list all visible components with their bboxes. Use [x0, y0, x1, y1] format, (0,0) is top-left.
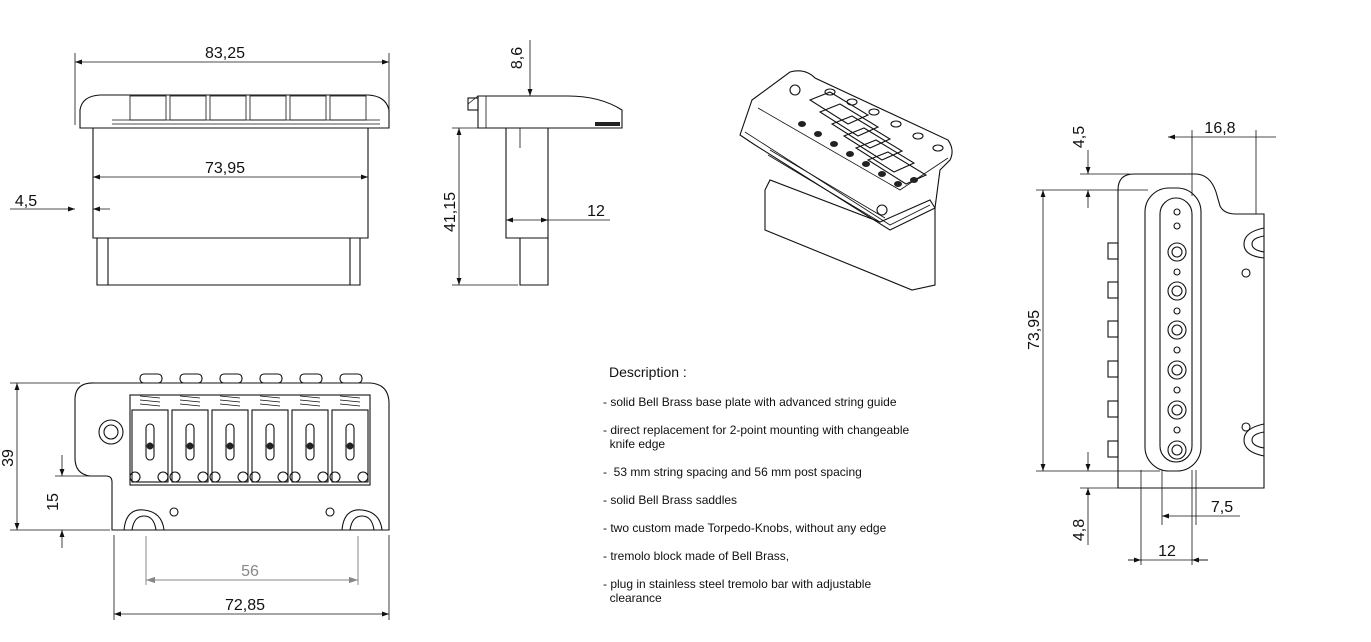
- dim-side-height: 41,15: [442, 192, 459, 232]
- description-item: - solid Bell Brass base plate with advan…: [603, 395, 897, 409]
- dim-underside-top: 4,5: [1071, 126, 1088, 148]
- front-view: 83,25 73,95 4,5: [10, 45, 390, 286]
- description-item: - plug in stainless steel tremolo bar wi…: [603, 577, 872, 605]
- description-title: Description :: [609, 364, 687, 380]
- dim-post-spacing: 56: [241, 563, 259, 580]
- dim-front-width: 83,25: [205, 45, 245, 62]
- description-item: - solid Bell Brass saddles: [603, 493, 738, 507]
- description-item: - tremolo block made of Bell Brass,: [603, 549, 790, 563]
- dim-side-top: 8,6: [509, 47, 526, 69]
- dim-underside-bottom: 4,8: [1071, 519, 1088, 541]
- dim-side-block: 12: [587, 203, 605, 220]
- dim-underside-length: 73,95: [1026, 310, 1043, 350]
- description-item: - direct replacement for 2-point mountin…: [603, 423, 910, 451]
- description-item: - two custom made Torpedo-Knobs, without…: [603, 521, 887, 535]
- dim-underside-small: 7,5: [1211, 499, 1233, 516]
- description-item: - 53 mm string spacing and 56 mm post sp…: [603, 465, 862, 479]
- top-view: 39 15 56 72,85: [0, 373, 390, 620]
- underside-view: 16,8 4,5 73,95 4,8 7,5 12: [1026, 120, 1276, 565]
- dim-front-offset: 4,5: [15, 193, 37, 210]
- dim-underside-width: 16,8: [1204, 120, 1235, 137]
- dim-top-lower: 15: [45, 493, 62, 511]
- description-panel: Description : - solid Bell Brass base pl…: [603, 362, 943, 619]
- isometric-view: [739, 70, 953, 291]
- dim-underside-block: 12: [1158, 543, 1176, 560]
- dim-top-height: 39: [0, 449, 17, 467]
- dim-top-width: 72,85: [225, 597, 265, 614]
- dim-front-inner: 73,95: [205, 160, 245, 177]
- side-view: 8,6 41,15 12: [442, 40, 623, 286]
